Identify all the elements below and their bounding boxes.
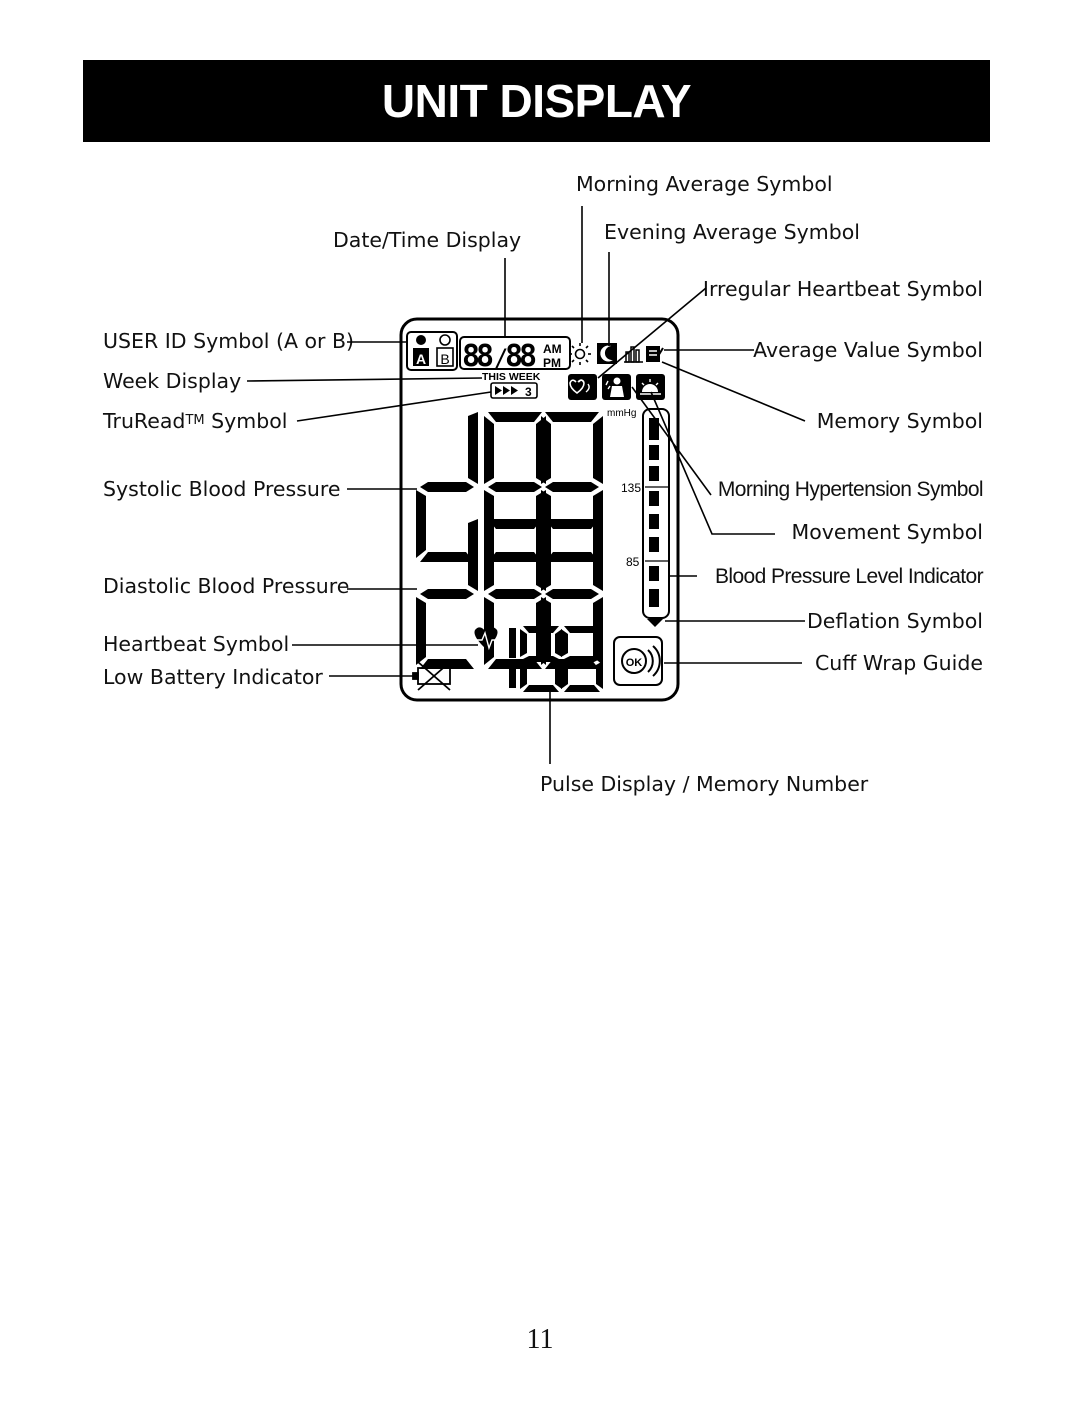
label-average-value: Average Value Symbol bbox=[753, 338, 983, 362]
label-memory: Memory Symbol bbox=[816, 409, 983, 433]
label-morning-hypertension: Morning Hypertension Symbol bbox=[717, 478, 984, 501]
label-cuff-wrap: Cuff Wrap Guide bbox=[814, 651, 983, 675]
label-low-battery: Low Battery Indicator bbox=[103, 665, 323, 689]
date-time-display: 88 / 88 AM PM bbox=[459, 336, 571, 374]
truread-icon: 3 bbox=[490, 382, 538, 399]
label-systolic: Systolic Blood Pressure bbox=[103, 477, 341, 501]
level-low-text: 85 bbox=[626, 555, 640, 569]
label-bp-level-indicator: Blood Pressure Level Indicator bbox=[715, 565, 984, 588]
label-pulse-memory: Pulse Display / Memory Number bbox=[540, 772, 869, 796]
lcd-frame bbox=[399, 317, 680, 702]
label-heartbeat: Heartbeat Symbol bbox=[103, 632, 290, 656]
truread-suffix: Symbol bbox=[204, 409, 288, 433]
moon-icon bbox=[597, 343, 617, 364]
mmhg-text: mmHg bbox=[607, 408, 636, 419]
label-date-time: Date/Time Display bbox=[333, 228, 522, 252]
label-user-id: USER ID Symbol (A or B) bbox=[103, 329, 355, 353]
this-week-text: THIS WEEK bbox=[482, 371, 541, 383]
low-battery-icon bbox=[412, 661, 451, 691]
bp-level-indicator-bar bbox=[642, 408, 670, 619]
section-title-banner: UNIT DISPLAY bbox=[83, 60, 990, 142]
ok-text: OK bbox=[626, 657, 643, 669]
label-deflation: Deflation Symbol bbox=[806, 609, 983, 633]
sun-icon bbox=[569, 343, 591, 365]
pm-text: PM bbox=[543, 356, 561, 370]
user-b-text: B bbox=[440, 351, 449, 367]
time-digits: 88 bbox=[505, 339, 536, 374]
am-text: AM bbox=[543, 342, 562, 356]
pulse-digits-display bbox=[509, 626, 603, 692]
morning-hypertension-icon bbox=[602, 374, 631, 400]
section-title: UNIT DISPLAY bbox=[381, 75, 692, 127]
label-evening-average: Evening Average Symbol bbox=[604, 220, 860, 244]
cuff-wrap-ok-icon: OK bbox=[613, 636, 663, 686]
leader-lines bbox=[246, 206, 806, 764]
date-separator: / bbox=[494, 344, 508, 372]
truread-tm: TM bbox=[185, 413, 205, 428]
movement-icon bbox=[636, 374, 665, 400]
systolic-digits-display bbox=[416, 412, 603, 562]
user-a-text: A bbox=[416, 351, 426, 367]
user-id-icon: A B bbox=[406, 331, 458, 371]
page-number: 11 bbox=[526, 1324, 554, 1355]
level-high-text: 135 bbox=[621, 481, 641, 495]
label-truread: TruReadTM Symbol bbox=[103, 411, 288, 432]
memory-icon bbox=[646, 346, 664, 362]
label-movement: Movement Symbol bbox=[791, 520, 983, 544]
heartbeat-icon bbox=[474, 627, 499, 651]
label-week-display: Week Display bbox=[103, 369, 242, 393]
deflation-icon bbox=[647, 619, 663, 627]
average-value-icon bbox=[624, 346, 643, 363]
label-irregular-heartbeat: Irregular Heartbeat Symbol bbox=[702, 277, 983, 301]
date-digits: 88 bbox=[462, 339, 493, 374]
label-morning-average: Morning Average Symbol bbox=[576, 172, 833, 196]
irregular-heartbeat-icon bbox=[568, 374, 597, 400]
truread-prefix: TruRead bbox=[103, 409, 186, 433]
truread-count: 3 bbox=[525, 385, 532, 399]
label-diastolic: Diastolic Blood Pressure bbox=[103, 574, 350, 598]
